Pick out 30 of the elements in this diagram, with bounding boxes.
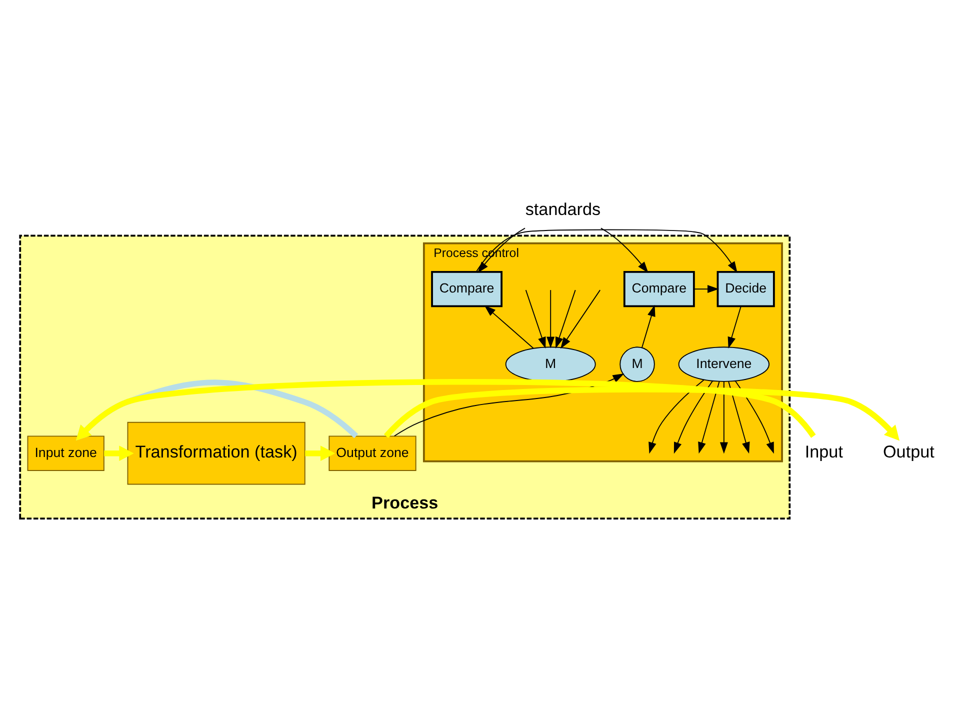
arrow <box>698 381 720 454</box>
arrow <box>600 228 648 274</box>
node-box: Transformation (task) <box>127 422 306 485</box>
arrow <box>484 305 534 349</box>
arrow <box>728 381 750 454</box>
node-ellipse: M <box>505 346 596 382</box>
arrow <box>305 446 336 462</box>
arrow <box>641 304 656 348</box>
node-ellipse: Intervene <box>678 346 770 382</box>
node-box: Compare <box>623 270 695 308</box>
node-box: Output zone <box>328 436 416 471</box>
node-circle: M <box>620 346 655 382</box>
arrow <box>525 290 546 348</box>
arrow <box>694 285 719 294</box>
arrow <box>674 380 714 454</box>
arrow <box>560 290 601 349</box>
arrow <box>720 381 728 454</box>
node-box: Decide <box>716 270 775 308</box>
node-box: Compare <box>431 270 502 308</box>
node-box: Input zone <box>27 436 104 471</box>
node-text: standards <box>525 199 601 220</box>
arrow <box>476 229 738 273</box>
arrow <box>648 379 704 454</box>
node-text: Input <box>804 442 843 462</box>
node-text: Output <box>882 442 934 462</box>
arrow <box>546 290 555 348</box>
arrow <box>384 386 900 441</box>
arrow <box>555 290 576 349</box>
arrow <box>728 306 742 348</box>
arrow <box>104 446 134 462</box>
